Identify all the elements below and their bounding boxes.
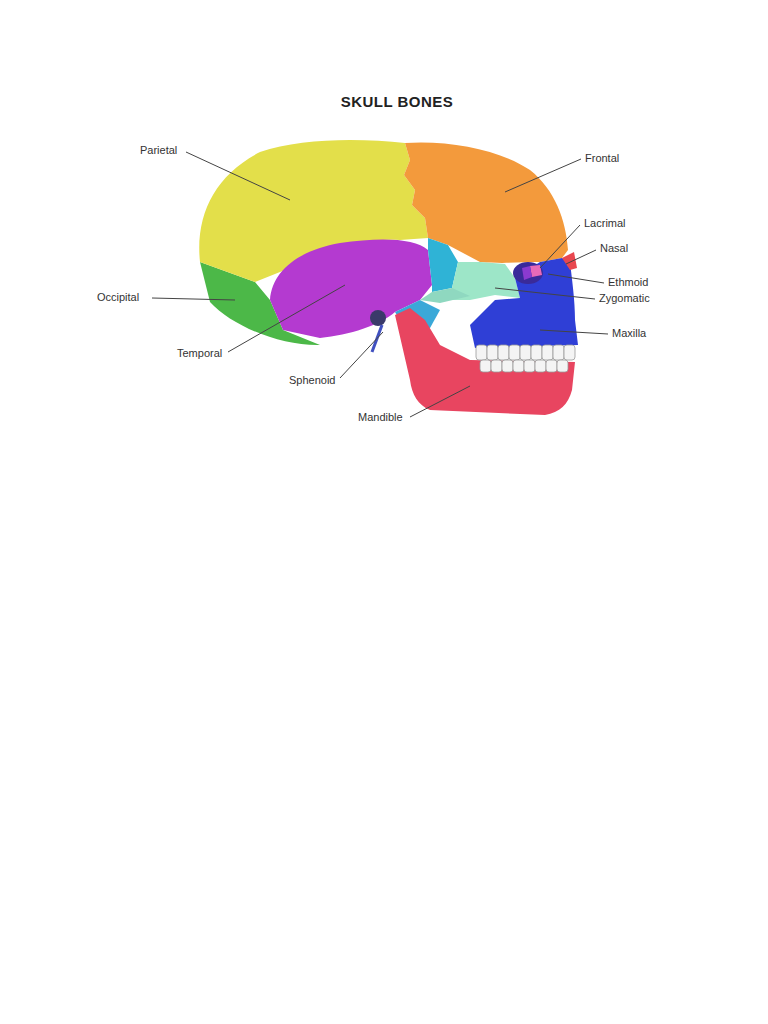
bone-label: Parietal: [140, 144, 177, 157]
diagram-title: SKULL BONES: [297, 93, 497, 111]
zygomatic-arch: [420, 288, 470, 303]
nasal-bone: [562, 252, 577, 270]
bone-label: Occipital: [97, 291, 139, 304]
bone-label: Frontal: [585, 152, 619, 165]
ear-canal: [370, 310, 386, 326]
bone-label: Lacrimal: [584, 217, 626, 230]
bone-label: Mandible: [358, 411, 403, 424]
ethmoid-bone: [522, 266, 532, 280]
bone-label: Ethmoid: [608, 276, 648, 289]
bone-label: Maxilla: [612, 327, 646, 340]
lacrimal-bone: [530, 265, 542, 277]
bone-label: Sphenoid: [289, 374, 336, 387]
teeth: [476, 345, 575, 372]
leader-lines: [152, 152, 608, 417]
bone-label: Zygomatic: [599, 292, 650, 305]
bone-label: Temporal: [177, 347, 222, 360]
maxilla-bone: [470, 258, 578, 348]
bone-label: Nasal: [600, 242, 628, 255]
mandible-bone: [395, 308, 575, 415]
orbit: [513, 262, 543, 284]
